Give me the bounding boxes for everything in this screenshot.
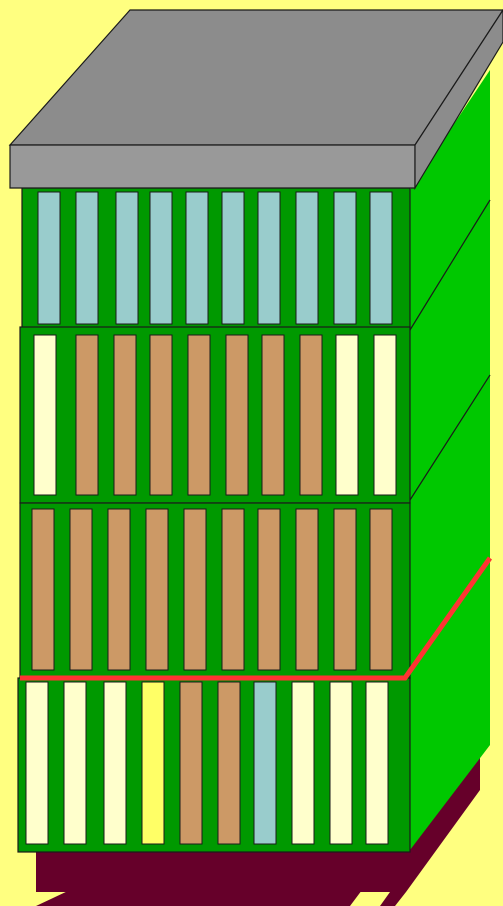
frame-blue xyxy=(370,192,392,324)
frame-brown xyxy=(32,509,54,670)
frame-brown xyxy=(180,682,202,844)
frame-brown xyxy=(296,509,318,670)
frame-blue xyxy=(222,192,244,324)
frame-brown xyxy=(150,335,172,495)
frame-blue xyxy=(254,682,276,844)
frame-brown xyxy=(226,335,248,495)
frame-cream xyxy=(34,335,56,495)
frame-blue xyxy=(38,192,60,324)
frame-cream xyxy=(26,682,48,844)
box-super-top xyxy=(22,188,410,330)
base-front xyxy=(36,850,406,892)
frame-brown xyxy=(262,335,284,495)
frame-brown xyxy=(70,509,92,670)
frame-blue xyxy=(186,192,208,324)
frame-cream xyxy=(64,682,86,844)
box-super-upper xyxy=(20,327,410,503)
frame-blue xyxy=(296,192,318,324)
frame-cream xyxy=(336,335,358,495)
frame-blue xyxy=(334,192,356,324)
frame-brown xyxy=(222,509,244,670)
frame-cream xyxy=(104,682,126,844)
frame-brown xyxy=(258,509,280,670)
frame-cream xyxy=(374,335,396,495)
frame-blue xyxy=(76,192,98,324)
frame-blue xyxy=(258,192,280,324)
frame-blue xyxy=(116,192,138,324)
frame-brown xyxy=(218,682,240,844)
frame-cream xyxy=(330,682,352,844)
box-brood-upper xyxy=(20,503,410,678)
frame-brown xyxy=(76,335,98,495)
base-foot xyxy=(36,890,362,906)
frame-cream xyxy=(292,682,314,844)
frame-brown xyxy=(188,335,210,495)
frame-brown xyxy=(114,335,136,495)
frame-yellow xyxy=(142,682,164,844)
frame-brown xyxy=(108,509,130,670)
frame-brown xyxy=(146,509,168,670)
frame-brown xyxy=(300,335,322,495)
box-brood-lower xyxy=(18,678,410,852)
frame-brown xyxy=(334,509,356,670)
hive-side xyxy=(410,70,490,850)
frame-brown xyxy=(370,509,392,670)
frame-cream xyxy=(366,682,388,844)
lid-front xyxy=(10,145,415,188)
frame-brown xyxy=(184,509,206,670)
hive-boxes xyxy=(18,188,410,852)
frame-blue xyxy=(150,192,172,324)
